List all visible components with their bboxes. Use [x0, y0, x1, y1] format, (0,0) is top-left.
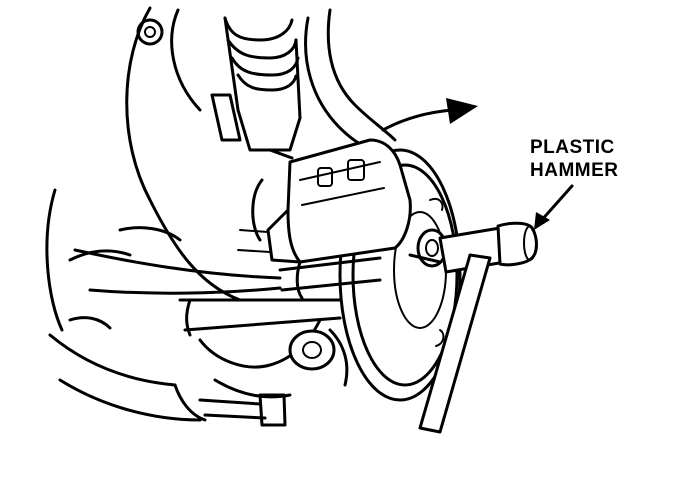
motion-arrow — [381, 98, 478, 132]
frame-tube — [304, 8, 397, 152]
strut-boot — [210, 16, 302, 152]
plastic-hammer — [418, 221, 538, 434]
plastic-hammer-label: PLASTIC HAMMER — [530, 136, 619, 182]
steering-knuckle — [198, 318, 349, 399]
callout-line-2: HAMMER — [530, 160, 619, 181]
lower-control-arm — [73, 226, 342, 337]
wheel-well-outline — [45, 6, 242, 332]
brake-caliper — [237, 138, 412, 300]
drive-shaft-boot — [48, 316, 287, 427]
callout-line-1: PLASTIC — [530, 137, 615, 158]
callout-leader — [534, 184, 574, 230]
